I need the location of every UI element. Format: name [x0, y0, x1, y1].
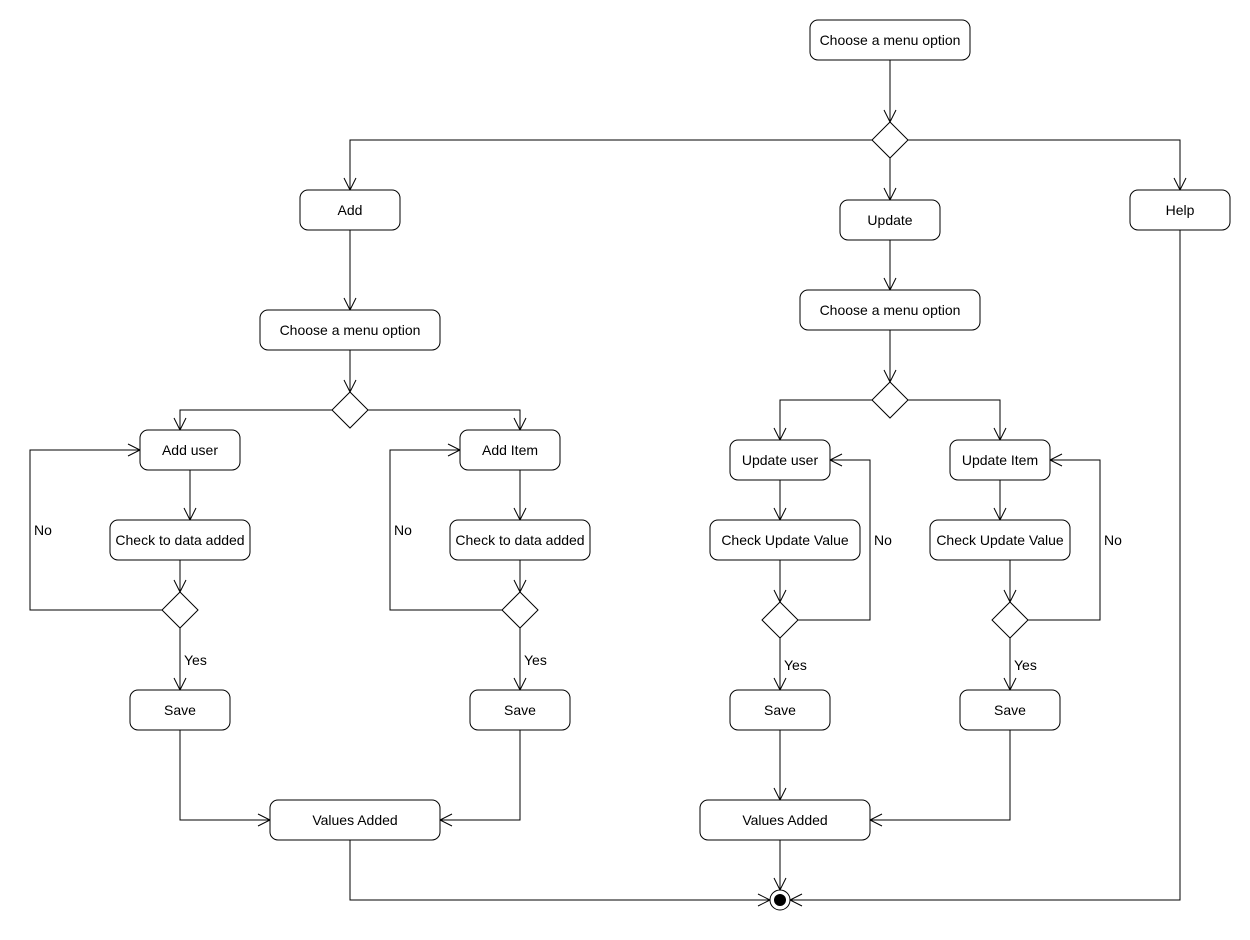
guard-no: No: [874, 532, 892, 548]
edge-upsaveitem-to-values: [870, 730, 1011, 821]
edge-help-to-end: [790, 230, 1181, 901]
node-label: Choose a menu option: [280, 322, 421, 338]
node-help: Help: [1129, 189, 1231, 231]
node-label: Add: [338, 202, 363, 218]
node-label: Save: [994, 702, 1026, 718]
node-label: Save: [164, 702, 196, 718]
node-update-menu: Choose a menu option: [799, 289, 981, 331]
edges: [29, 60, 1181, 901]
final-node: [769, 889, 791, 911]
edge-decision-to-help: [908, 139, 1181, 190]
guard-no: No: [34, 522, 52, 538]
node-add-item: Add Item: [459, 429, 561, 471]
node-check-add-item: Check to data added: [449, 519, 591, 561]
node-add-menu: Choose a menu option: [259, 309, 441, 351]
node-label: Choose a menu option: [820, 32, 961, 48]
edge-decision-to-add: [349, 139, 872, 190]
guard-yes: Yes: [524, 652, 547, 668]
activity-nodes: Choose a menu option Add Update Help Cho…: [109, 19, 1231, 841]
decision-nodes: [161, 121, 1029, 639]
decision-update-user-check: [761, 601, 799, 639]
node-save-update-item: Save: [959, 689, 1061, 731]
node-label: Save: [504, 702, 536, 718]
node-start-menu: Choose a menu option: [809, 19, 971, 61]
node-label: Help: [1166, 202, 1195, 218]
guard-yes: Yes: [1014, 657, 1037, 673]
node-save-update-user: Save: [729, 689, 831, 731]
node-values-added-right: Values Added: [699, 799, 871, 841]
node-label: Check to data added: [115, 532, 244, 548]
node-add-user: Add user: [139, 429, 241, 471]
node-update-user: Update user: [729, 439, 831, 481]
node-label: Update: [867, 212, 912, 228]
node-label: Values Added: [312, 812, 397, 828]
decision-update-item-check: [991, 601, 1029, 639]
node-label: Save: [764, 702, 796, 718]
guard-labels: No No No No Yes Yes Yes Yes: [34, 522, 1122, 673]
edge-updecision-to-user: [779, 399, 872, 440]
decision-add-item-check: [501, 591, 539, 629]
guard-yes: Yes: [184, 652, 207, 668]
node-check-update-user: Check Update Value: [709, 519, 861, 561]
node-label: Values Added: [742, 812, 827, 828]
decision-main: [871, 121, 909, 159]
node-check-add-user: Check to data added: [109, 519, 251, 561]
edge-upitemdecision-no-loop: [1028, 459, 1101, 621]
edge-adddecision-to-item: [368, 409, 521, 430]
guard-no: No: [394, 522, 412, 538]
edge-updecision-to-item: [908, 399, 1001, 440]
arrowheads: [127, 109, 1187, 907]
node-label: Add user: [162, 442, 218, 458]
decision-update: [871, 381, 909, 419]
decision-add: [331, 391, 369, 429]
final-node-dot: [774, 894, 786, 906]
node-update-item: Update Item: [949, 439, 1051, 481]
guard-yes: Yes: [784, 657, 807, 673]
edge-valuesleft-to-end: [349, 840, 770, 901]
guard-no: No: [1104, 532, 1122, 548]
node-check-update-item: Check Update Value: [929, 519, 1071, 561]
edge-saveuser-to-values: [179, 730, 270, 821]
node-label: Check Update Value: [721, 532, 849, 548]
node-label: Check to data added: [455, 532, 584, 548]
edge-itemdecision-no-loop: [389, 449, 502, 611]
node-save-add-user: Save: [129, 689, 231, 731]
node-label: Update Item: [962, 452, 1038, 468]
node-label: Update user: [742, 452, 819, 468]
edge-upuserdecision-no-loop: [798, 459, 871, 621]
edge-userdecision-no-loop: [29, 449, 162, 611]
node-label: Check Update Value: [936, 532, 1064, 548]
node-values-added-left: Values Added: [269, 799, 441, 841]
node-label: Add Item: [482, 442, 538, 458]
node-update: Update: [839, 199, 941, 241]
decision-add-user-check: [161, 591, 199, 629]
edge-adddecision-to-user: [179, 409, 332, 430]
node-save-add-item: Save: [469, 689, 571, 731]
node-label: Choose a menu option: [820, 302, 961, 318]
node-add: Add: [299, 189, 401, 231]
edge-saveitem-to-values: [440, 730, 521, 821]
